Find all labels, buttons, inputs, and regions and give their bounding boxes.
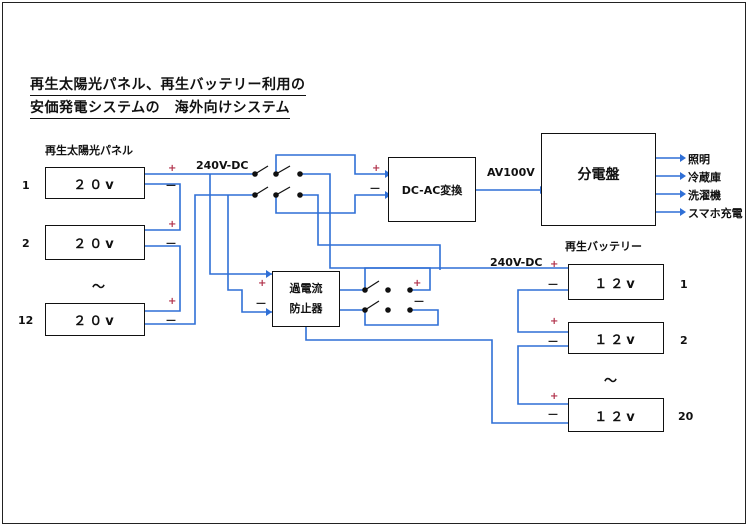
battery-1-minus-sign: — [548, 279, 558, 290]
batteries-header: 再生バッテリー [565, 240, 642, 253]
switch-contact-9 [275, 186, 291, 196]
panel-12-plus-sign: + [168, 296, 177, 307]
arrow-protector-in-bot [266, 308, 272, 316]
switch2-plus-sign: + [413, 278, 422, 289]
arrow-out2 [680, 172, 686, 180]
protector-label-1: 過電流 [289, 282, 323, 295]
switch2-minus-sign: — [414, 296, 424, 307]
panel-2-plus-sign: + [168, 219, 177, 230]
title-line-1: 再生太陽光パネル、再生バッテリー利用の [30, 74, 306, 96]
switch-contact-17 [364, 300, 380, 311]
battery-1-label: １２v [594, 276, 638, 292]
panels-ellipsis: ～ [92, 280, 106, 295]
wire-top-bus [209, 174, 242, 275]
panel-1-minus-sign: — [166, 180, 176, 191]
wire-switch1-top [275, 154, 385, 175]
panels-header: 再生太陽光パネル [45, 144, 133, 157]
switch-contact-12 [407, 287, 413, 293]
wire-bat2-minus-bat20-plus [517, 345, 568, 405]
protector-minus-sign: — [256, 298, 266, 309]
switch-contact-14 [385, 307, 391, 313]
inverter-label: DC-AC変換 [401, 183, 463, 197]
title-line-2: 安価発電システムの 海外向けシステム [30, 97, 291, 119]
battery-20-plus-sign: + [550, 391, 559, 402]
battery-2-index: 2 [680, 334, 688, 347]
battery-20-label: １２v [594, 409, 638, 425]
dc-label-battery: 240V-DC [490, 256, 543, 269]
panel-1-label: ２０v [73, 177, 117, 193]
switch-contact-5 [297, 192, 303, 198]
panel-2-index: 2 [22, 237, 30, 250]
battery-bus-plus-sign: + [550, 259, 559, 270]
wire-top-bus-2 [227, 195, 272, 313]
switch-contact-4 [297, 171, 303, 177]
protector-label-2: 防止器 [289, 302, 323, 315]
wire-switch1-mid2 [300, 194, 441, 270]
panel-12-minus-sign: — [166, 315, 176, 326]
switch-contact-11 [385, 287, 391, 293]
wire-panel1-minus-panel2-plus [145, 183, 181, 231]
panel-2-minus-sign: — [166, 238, 176, 249]
ac-label: AV100V [487, 166, 535, 179]
wire-switch1-mid1 [300, 173, 331, 230]
switch-contact-15 [407, 307, 413, 313]
output-washer: 洗濯機 [688, 189, 721, 202]
battery-2-minus-sign: — [548, 336, 558, 347]
battery-20-minus-sign: — [548, 409, 558, 420]
inverter-minus-sign: — [370, 183, 380, 194]
battery-2: １２v [568, 322, 664, 354]
wire-switch2-bot [364, 309, 439, 326]
wire-bat1-minus-bat2-plus [517, 289, 568, 333]
arrow-out3 [680, 190, 686, 198]
protector-plus-sign: + [258, 278, 267, 289]
distribution-label: 分電盤 [577, 167, 620, 183]
output-lighting: 照明 [688, 153, 710, 166]
inverter-plus-sign: + [372, 163, 381, 174]
wire-battery-plus [329, 230, 568, 269]
switch-contact-8 [275, 165, 291, 175]
arrow-protector-in-top [266, 270, 272, 278]
wire-switch1-bot [275, 194, 385, 214]
output-phone-charging: スマホ充電 [688, 207, 743, 220]
wire-battery-minus [305, 325, 568, 424]
dc-label-top: 240V-DC [196, 159, 249, 172]
inverter-box: DC-AC変換 [388, 157, 476, 222]
panel-12-index: 12 [18, 314, 34, 327]
battery-20-index: 20 [678, 410, 694, 423]
panel-12-label: ２０v [73, 314, 117, 329]
panel-2-label: ２０v [73, 237, 117, 252]
battery-20: １２v [568, 398, 664, 432]
panel-1-plus-sign: + [168, 163, 177, 174]
output-refrigerator: 冷蔵庫 [688, 171, 721, 184]
arrow-out4 [680, 208, 686, 216]
batteries-ellipsis: ～ [604, 374, 618, 389]
panel-12: ２０v [45, 303, 145, 336]
arrow-out1 [680, 154, 686, 162]
switch-contact-6 [254, 165, 269, 175]
panel-1-index: 1 [22, 179, 30, 192]
distribution-board: 分電盤 [541, 133, 656, 226]
switch-contact-16 [364, 280, 380, 291]
wire-panel12-minus [145, 194, 255, 325]
battery-2-label: １２v [594, 332, 638, 348]
overcurrent-protector: 過電流 防止器 [272, 271, 340, 327]
panel-1: ２０v [45, 167, 145, 199]
switch-contact-7 [254, 186, 269, 196]
battery-2-plus-sign: + [550, 316, 559, 327]
battery-1: １２v [568, 264, 664, 300]
panel-2: ２０v [45, 225, 145, 260]
battery-1-index: 1 [680, 278, 688, 291]
wire-panel2-minus-panel12-plus [145, 245, 181, 312]
